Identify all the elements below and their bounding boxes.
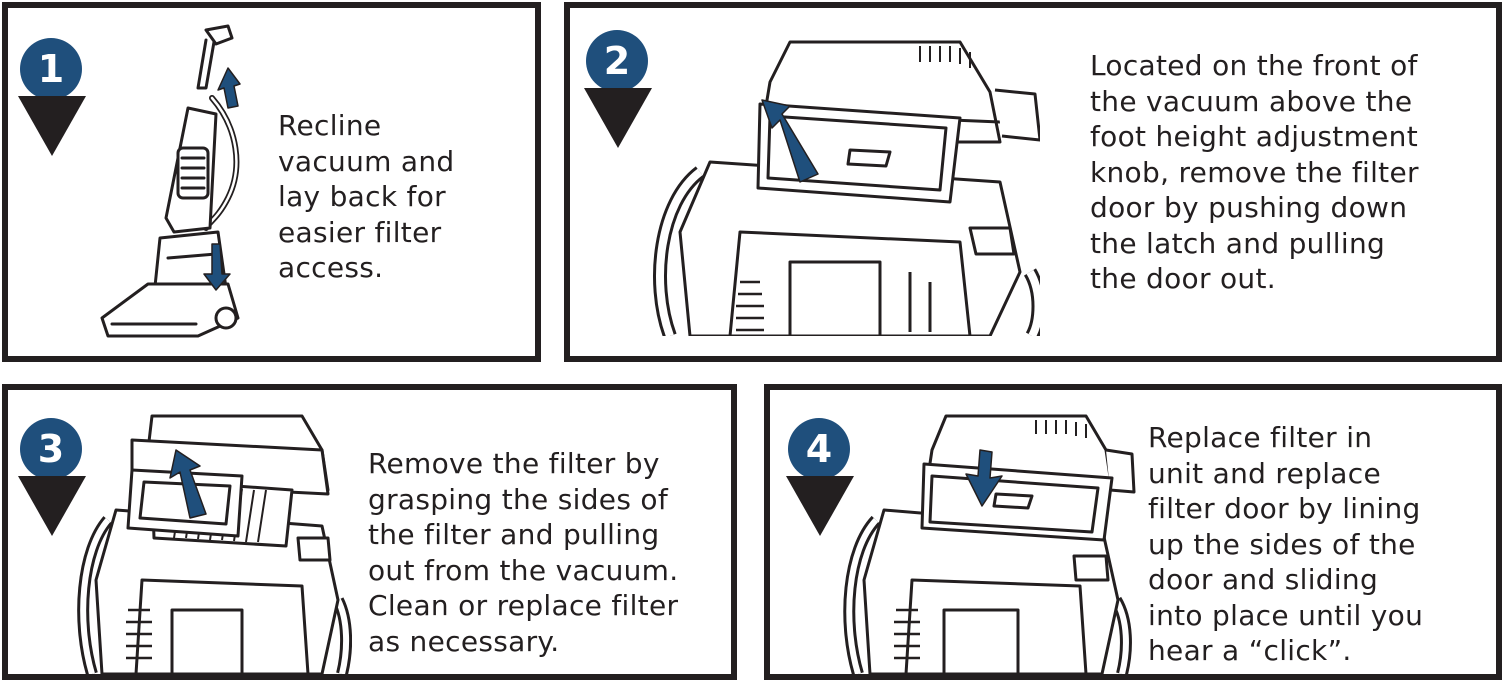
step-1-instructions: Recline vacuum and lay back for easier f… xyxy=(278,109,455,284)
step-4-panel: 4 Replace filter in unit and replace fil… xyxy=(764,384,1502,680)
down-arrow-triangle-icon xyxy=(18,96,86,156)
down-arrow-triangle-icon xyxy=(18,476,86,536)
step-3-number-badge: 3 xyxy=(20,418,82,480)
step-1-panel: 1 Recline vacuum and lay back for easier… xyxy=(2,2,541,362)
step-2-number-badge: 2 xyxy=(586,30,648,92)
step-1-number-badge: 1 xyxy=(20,38,82,100)
step-3-instructions: Remove the filter by grasping the sides … xyxy=(368,447,679,658)
down-arrow-triangle-icon xyxy=(786,476,854,536)
step-2-instructions: Located on the front of the vacuum above… xyxy=(1090,49,1419,295)
filter-removal-icon xyxy=(77,414,352,674)
step-2-panel: 2 Located on the front of the vacuum abo… xyxy=(564,2,1502,362)
filter-door-removal-icon xyxy=(653,40,1040,336)
step-4-number-badge: 4 xyxy=(788,418,850,480)
step-3-panel: 3 Remove the filter by grasping the side… xyxy=(2,384,737,680)
filter-door-install-icon xyxy=(843,414,1136,674)
step-4-instructions: Replace filter in unit and replace filte… xyxy=(1148,421,1424,667)
upright-vacuum-reclined-icon xyxy=(100,24,241,338)
down-arrow-triangle-icon xyxy=(584,88,652,148)
